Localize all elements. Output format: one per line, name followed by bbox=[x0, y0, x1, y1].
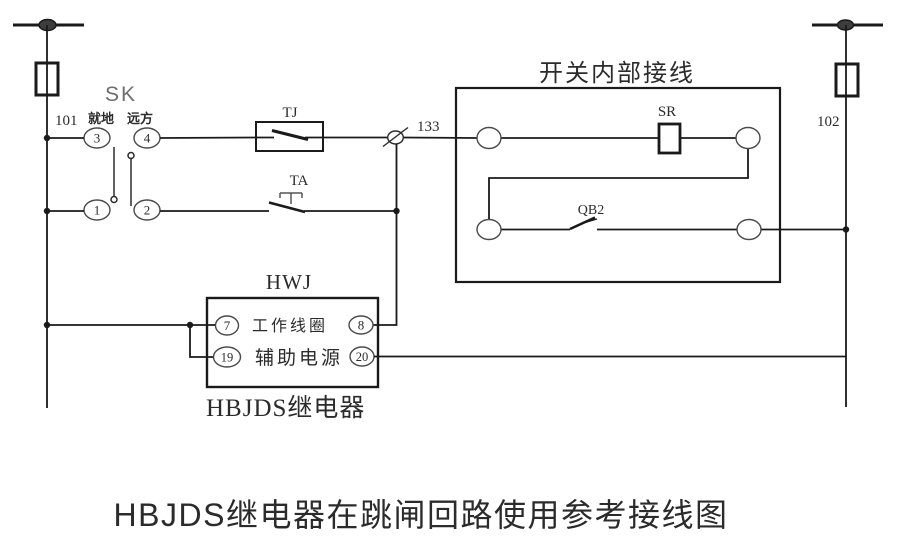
junction-dot bbox=[842, 226, 850, 233]
sk-terminal-1 bbox=[83, 199, 111, 221]
hwj-box-outline bbox=[205, 296, 380, 389]
hwj-row2-label: 辅助电源 bbox=[255, 347, 343, 369]
sk-position-local-label: 就地 bbox=[88, 111, 114, 126]
ta-label: TA bbox=[290, 173, 309, 189]
ta-blade-icon bbox=[268, 201, 306, 214]
right-bus bbox=[812, 19, 883, 407]
junction-dots bbox=[43, 134, 850, 329]
sk-terminal-4-label: 4 bbox=[144, 131, 151, 146]
sr-element-icon bbox=[657, 122, 682, 155]
left-bus bbox=[13, 18, 84, 408]
qb2-blade-tick-icon bbox=[579, 218, 598, 225]
tj-label: TJ bbox=[283, 105, 298, 121]
box-terminal-bottom-left bbox=[476, 218, 502, 241]
tj-contact: TJ bbox=[255, 105, 324, 152]
switch-internal-box: 开关内部接线 SR QB2 bbox=[454, 60, 846, 284]
junction-dot bbox=[43, 207, 51, 215]
sk-position-remote-label: 远方 bbox=[127, 111, 153, 126]
node133-to-t8-wire bbox=[373, 144, 398, 326]
node-133-label: 133 bbox=[417, 119, 440, 135]
sk-terminal-2 bbox=[133, 199, 161, 221]
switch-box-outline bbox=[454, 86, 782, 284]
sk-terminal-2-label: 2 bbox=[144, 203, 151, 218]
hwj-terminal-19-label: 19 bbox=[221, 351, 234, 365]
qb2-label: QB2 bbox=[578, 203, 604, 218]
t7-to-t19-branch-wire bbox=[189, 325, 213, 358]
diagram-title: HBJDS继电器在跳闸回路使用参考接线图 bbox=[114, 497, 729, 533]
row1-wires bbox=[47, 136, 478, 139]
right-bus-label: 102 bbox=[817, 114, 840, 130]
sr-to-qb2-wire bbox=[488, 148, 749, 219]
hwj-row1-label: 工作线圈 bbox=[252, 317, 328, 335]
box-terminal-top-left bbox=[476, 126, 502, 150]
hwj-terminal-20-label: 20 bbox=[356, 350, 369, 364]
hwj-terminal-7 bbox=[214, 315, 240, 336]
junction-dot bbox=[43, 134, 51, 142]
box-terminal-bottom-right bbox=[736, 218, 762, 241]
sk-terminal-3-label: 3 bbox=[94, 131, 101, 146]
sk-terminal-1-label: 1 bbox=[94, 203, 101, 218]
junction-dot bbox=[186, 321, 194, 329]
sk-label: SK bbox=[105, 83, 137, 106]
box-terminal-top-right bbox=[735, 126, 761, 150]
sk-contact-tip-remote-icon bbox=[127, 151, 135, 160]
sk-switch: SK 就地 远方 3 4 1 2 bbox=[83, 83, 161, 221]
sr-label: SR bbox=[658, 104, 676, 120]
hwj-terminal-7-label: 7 bbox=[224, 318, 231, 333]
ta-contact-row: TA bbox=[47, 173, 397, 214]
hwj-relay: HWJ 工作线圈 辅助电源 7 8 19 20 HBJDS继电器 bbox=[205, 270, 380, 422]
left-bus-label: 101 bbox=[55, 113, 78, 129]
hwj-label: HWJ bbox=[266, 270, 312, 294]
hwj-terminal-8 bbox=[348, 315, 374, 335]
switch-box-title: 开关内部接线 bbox=[539, 60, 695, 87]
junction-dot bbox=[393, 207, 400, 215]
junction-dot bbox=[43, 321, 51, 329]
tj-blade-icon bbox=[271, 128, 309, 142]
hwj-terminal-8-label: 8 bbox=[358, 318, 365, 333]
relay-wires bbox=[47, 324, 846, 358]
right-fuse-icon bbox=[834, 62, 860, 98]
sk-contact-tip-local-icon bbox=[110, 195, 118, 204]
hwj-terminal-19 bbox=[212, 346, 242, 368]
node-133-connector: 133 bbox=[382, 119, 440, 148]
relay-name-label: HBJDS继电器 bbox=[206, 394, 365, 422]
ta-operator-icon bbox=[279, 192, 303, 204]
node-133-slash-icon bbox=[382, 126, 409, 148]
